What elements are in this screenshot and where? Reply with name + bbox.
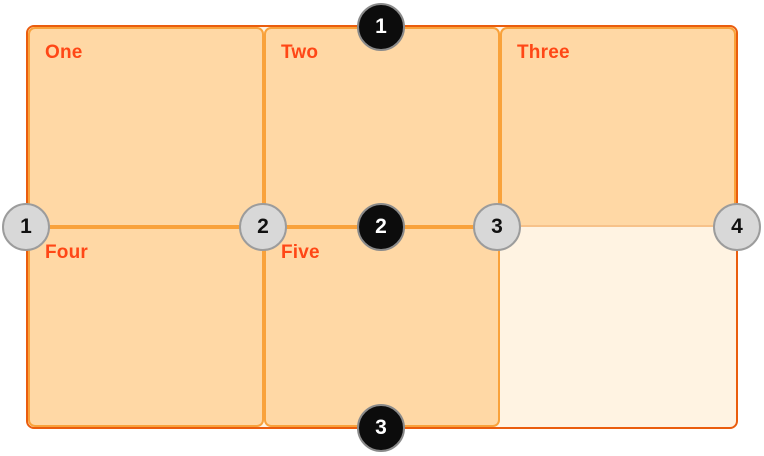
- cell-label-five: Five: [281, 242, 320, 263]
- row-line-marker-1: 1: [357, 3, 405, 51]
- cell-label-three: Three: [517, 42, 570, 63]
- cell-label-four: Four: [45, 242, 89, 263]
- column-line-marker-4: 4: [713, 203, 761, 251]
- column-line-marker-2: 2: [239, 203, 287, 251]
- empty-grid-cell: [500, 227, 736, 427]
- grid-cell-four: Four: [28, 227, 264, 427]
- grid-container: One Two Three Four Five: [26, 25, 738, 429]
- grid-cell-one: One: [28, 27, 264, 227]
- cell-label-two: Two: [281, 42, 319, 63]
- column-line-marker-1: 1: [2, 203, 50, 251]
- row-line-marker-3: 3: [357, 404, 405, 452]
- grid-cell-five: Five: [264, 227, 500, 427]
- row-line-marker-2: 2: [357, 203, 405, 251]
- cell-label-one: One: [45, 42, 83, 63]
- column-line-marker-3: 3: [473, 203, 521, 251]
- grid-cell-three: Three: [500, 27, 736, 227]
- grid-cell-two: Two: [264, 27, 500, 227]
